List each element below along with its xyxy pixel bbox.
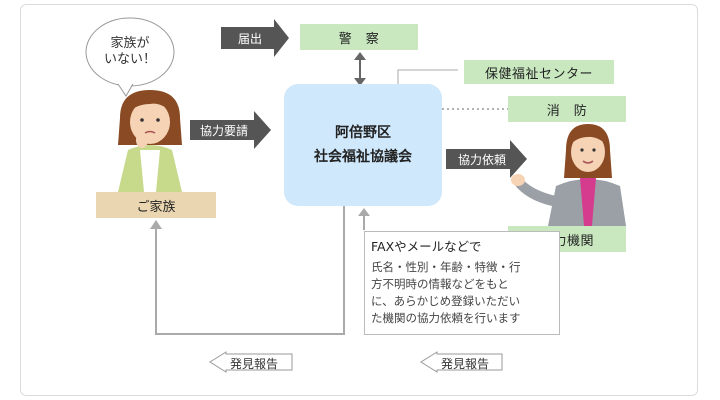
speech-bubble-line1: 家族が: [110, 36, 150, 51]
note-body: 氏名・性別・年齢・特徴・行 方不明時の情報などをもと に、あらかじめ登録いただい…: [371, 259, 553, 327]
note-line2: 方不明時の情報などをもと: [371, 277, 509, 291]
police-council-link: [354, 52, 366, 86]
contact-method-note: FAXやメールなどで 氏名・性別・年齢・特徴・行 方不明時の情報などをもと に、…: [364, 231, 560, 335]
worried-woman-figure: [118, 90, 182, 192]
cooperation-request-label: 協力要請: [200, 124, 249, 138]
cooperation-request-arrow: [190, 111, 271, 149]
cooperation-ask-label: 協力依頼: [458, 153, 507, 167]
council-line1: 阿倍野区: [335, 125, 391, 141]
discovery-report-left-label: 発見報告: [230, 357, 279, 371]
discovery-report-right-arrow: [420, 351, 503, 373]
fire-box: 消 防: [508, 96, 626, 122]
notify-label: 届出: [238, 32, 263, 46]
discovery-report-right-label: 発見報告: [441, 357, 490, 371]
discovery-report-left-arrow: [209, 351, 293, 373]
health-center-link: [397, 69, 458, 84]
health-center-box: 保健福祉センター: [464, 60, 614, 84]
cooperation-ask-arrow: [446, 140, 527, 178]
note-line3: に、あらかじめ登録いただい: [371, 294, 521, 308]
note-heading: FAXやメールなどで: [371, 239, 482, 254]
family-return-line: [155, 206, 345, 335]
family-box: ご家族: [96, 192, 216, 218]
speech-bubble-text: 家族が いない！: [92, 36, 168, 68]
speech-bubble: [85, 17, 175, 97]
speech-bubble-line2: いない！: [103, 52, 156, 67]
notify-arrow: [221, 19, 289, 57]
council-box: 阿倍野区 社会福祉協議会: [284, 84, 442, 206]
note-line4: た機関の協力依頼を行います: [371, 311, 521, 325]
note-line1: 氏名・性別・年齢・特徴・行: [371, 260, 521, 274]
police-box: 警 察: [300, 24, 418, 50]
council-line2: 社会福祉協議会: [314, 149, 412, 165]
partner-woman-figure: [511, 124, 626, 226]
